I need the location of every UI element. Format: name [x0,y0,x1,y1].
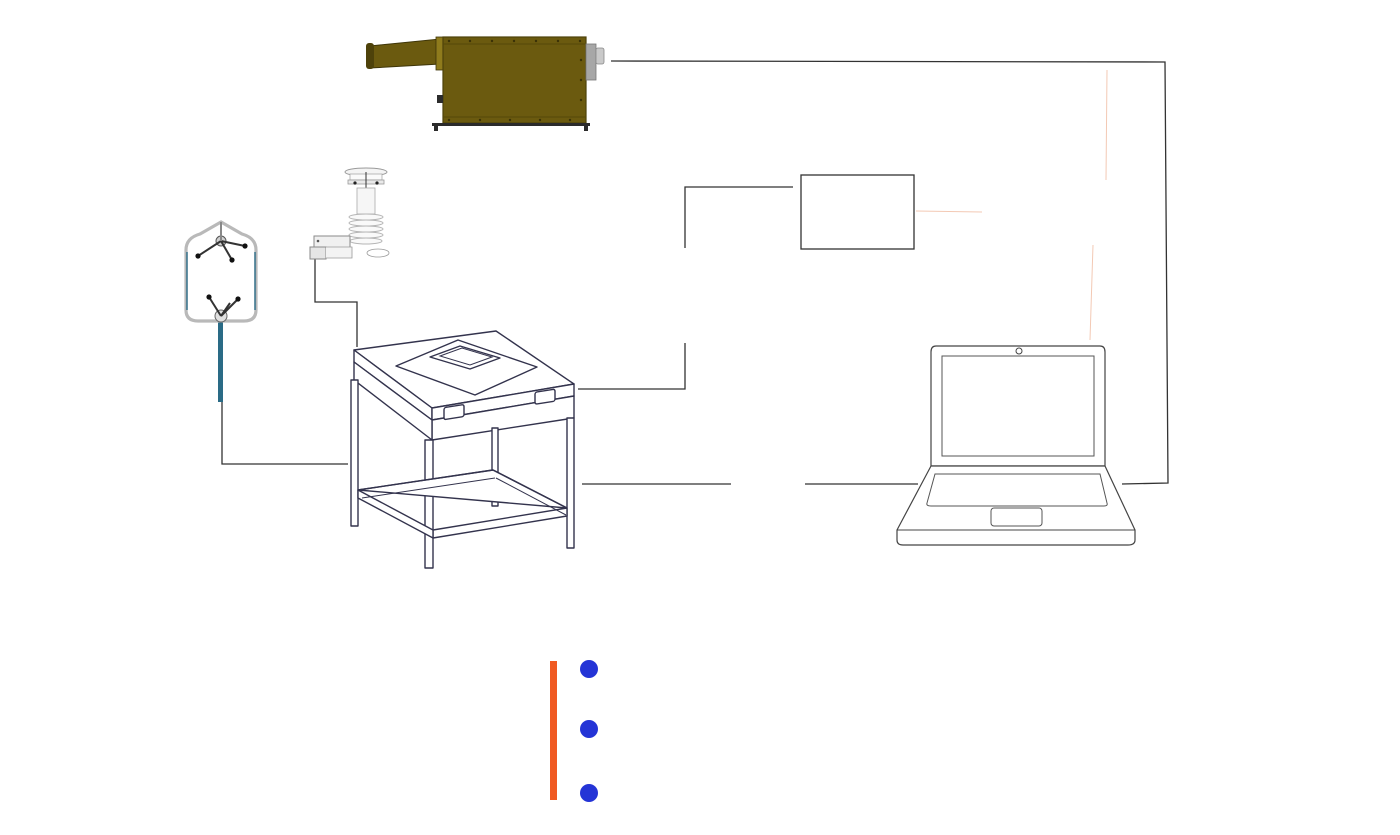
compact-weather-station-icon [309,167,390,260]
legend-bullet [580,660,598,678]
wire-laptop-faint [1089,69,1108,341]
wire-box-upper [684,186,793,248]
legend [550,660,598,802]
legend-accent-bar [550,661,557,800]
wire-anemometer-cabinet [221,400,348,465]
legend-bullet [580,784,598,802]
olive-scintillometer-icon [366,36,605,131]
wire-box-faint [915,210,983,213]
laptop-icon [896,345,1136,546]
3d-sonic-anemometer-icon [184,220,258,402]
legend-bullet [580,720,598,738]
rectangle-box-icon [800,174,915,250]
wire-scintillometer-laptop [610,60,1169,485]
connection-wires [221,60,1169,485]
instrument-table-icon [350,330,575,569]
wire-box-lower [578,343,686,390]
wire-weather-cabinet [314,258,358,347]
